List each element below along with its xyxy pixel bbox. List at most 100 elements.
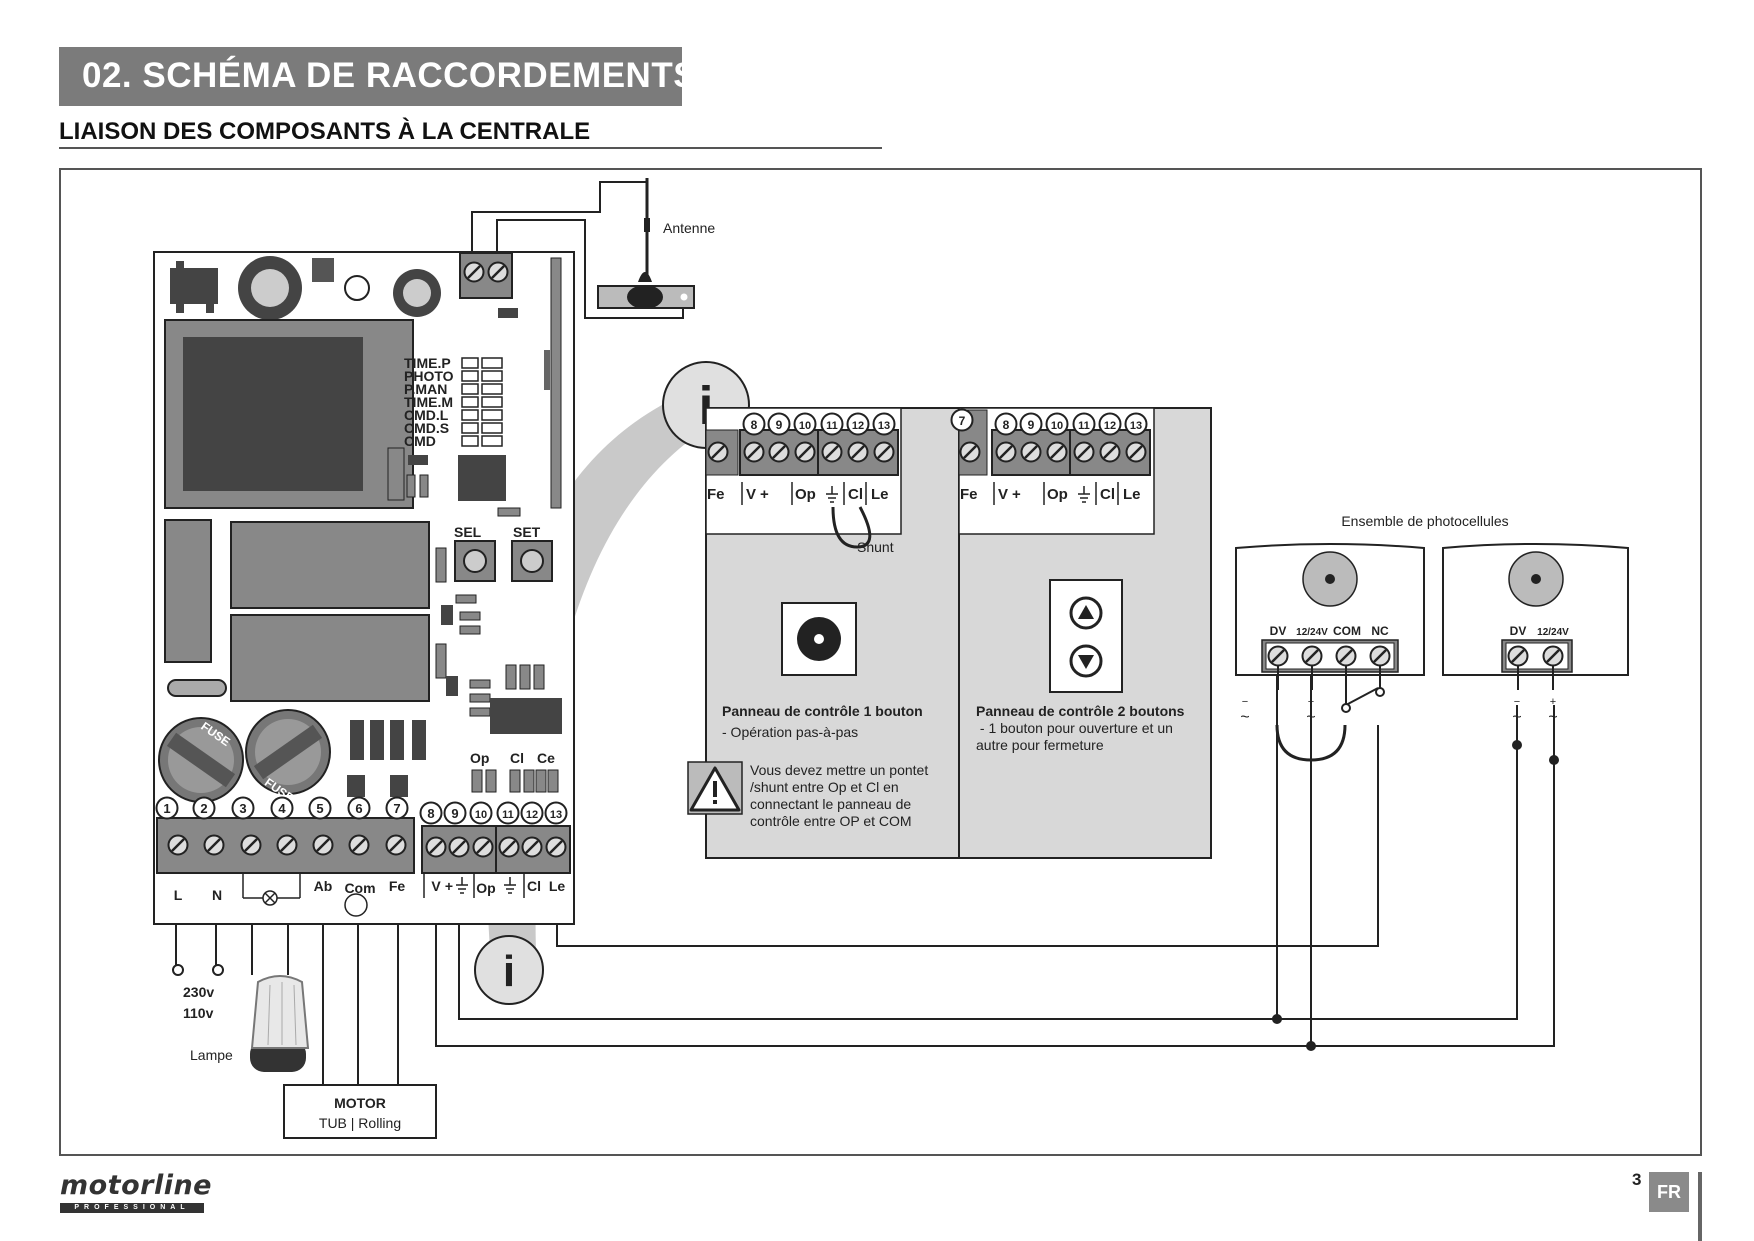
page-number: 3 (1632, 1170, 1642, 1189)
terminal-label-l: L (174, 887, 183, 903)
panel-1-label-cl: Cl (848, 486, 863, 503)
terminal-number: 10 (475, 809, 487, 821)
panel-1-warning-text: Vous devez mettre un pontet (750, 762, 928, 778)
terminal-label-cl: Cl (527, 878, 541, 894)
panel-2-two-button-icon (1049, 579, 1123, 693)
receiver-terminal-label: 12/24V (1296, 627, 1328, 638)
terminal-number: 3 (239, 801, 246, 816)
warning-icon (687, 761, 743, 815)
panel-2-terminal-number: 12 (1104, 420, 1116, 432)
panel-2-label-op: Op (1047, 486, 1068, 503)
panel-1-description: - Opération pas-à-pas (722, 724, 858, 740)
photocell-receiver (1235, 543, 1425, 676)
motor-box (283, 1084, 437, 1139)
transmitter-polarity: + (1550, 696, 1556, 708)
panel-2-terminal-number: 7 (959, 414, 966, 428)
panel-2-terminal-number: 13 (1130, 420, 1142, 432)
panel-1-dividers (741, 482, 867, 505)
panel-2-description: autre pour fermeture (976, 737, 1104, 753)
panel-1-label-op: Op (795, 486, 816, 503)
subtitle-underline (59, 147, 882, 149)
photocells-title: Ensemble de photocellules (1341, 513, 1508, 529)
terminal-number: 12 (526, 809, 538, 821)
panel-1-label-plus: + (760, 486, 769, 503)
panel-1-warning-text: /shunt entre Op et Cl en (750, 779, 899, 795)
setting-label: PHOTO (404, 368, 454, 384)
panel-1-label-v: V (746, 486, 756, 503)
receiver-terminal-label: DV (1270, 624, 1287, 638)
led-label-cl: Cl (510, 750, 524, 766)
panel-1-shunt-label: Shunt (857, 539, 894, 555)
panel-2-label-plus: + (1012, 486, 1021, 503)
terminal-label-op: Op (476, 880, 495, 896)
panel-2-terminal-number: 8 (1003, 418, 1010, 432)
brand-tagline: PROFESSIONAL (60, 1203, 204, 1213)
brand-name: motorline (60, 1170, 212, 1201)
terminal-number: 11 (502, 809, 514, 821)
info-icon (474, 935, 544, 1005)
panel-2-dividers (993, 482, 1119, 505)
motor-subtitle: TUB | Rolling (319, 1115, 401, 1131)
setting-label: CMD (404, 433, 436, 449)
terminal-label-ab: Ab (314, 878, 333, 894)
panel-2-terminal-block (950, 408, 1151, 476)
terminal-number: 1 (163, 801, 170, 816)
led-label-ce: Ce (537, 750, 555, 766)
relay-contact-com (1341, 703, 1351, 713)
receiver-terminal-label: NC (1371, 624, 1389, 638)
brand-logo: motorline PROFESSIONAL (60, 1170, 212, 1213)
panel-1-terminal-number: 9 (776, 418, 783, 432)
junction-dots (1272, 740, 1559, 1051)
panel-1-label-fe: Fe (707, 486, 725, 503)
terminal-number: 9 (451, 806, 458, 821)
language-rule (1698, 1172, 1702, 1241)
panel-1-warning-text: contrôle entre OP et COM (750, 813, 912, 829)
set-button-label: SET (513, 524, 541, 540)
panel-1-label-le: Le (871, 486, 889, 503)
panel-2-label-v: V (998, 486, 1008, 503)
terminal-label-plus: + (445, 878, 453, 894)
photocell-wiring (1275, 665, 1554, 762)
transmitter-ac-symbol: ~ (1548, 709, 1557, 726)
panel-1-terminal-number: 8 (751, 418, 758, 432)
panel-2-label-le: Le (1123, 486, 1141, 503)
sel-button-label: SEL (454, 524, 482, 540)
transmitter-ac-symbol: ~ (1512, 709, 1521, 726)
receiver-ac-symbol: ~ (1306, 709, 1315, 726)
receiver-terminal-label: COM (1333, 624, 1361, 638)
receiver-polarity: − (1242, 696, 1248, 708)
transmitter-terminal-label: DV (1510, 624, 1527, 638)
antenna-label: Antenne (663, 220, 715, 236)
receiver-polarity: + (1308, 696, 1314, 708)
antenna (597, 178, 695, 309)
motor-title: MOTOR (334, 1095, 386, 1111)
setting-label: CMD.L (404, 407, 449, 423)
panel-1-push-button-icon (781, 602, 857, 676)
lamp-icon (250, 975, 310, 1072)
info-icon-glyph: i (503, 947, 515, 996)
led-label-op: Op (470, 750, 489, 766)
panel-1-shunt (831, 506, 872, 549)
power-voltage-230: 230v (183, 984, 214, 1000)
panel-2-terminal-number: 11 (1078, 420, 1090, 432)
terminal-number: 7 (393, 801, 400, 816)
panel-1-terminal-number: 10 (799, 420, 811, 432)
terminal-label-com: Com (344, 880, 375, 896)
terminal-number: 5 (316, 801, 323, 816)
terminal-number: 4 (278, 801, 286, 816)
terminal-label-fe: Fe (389, 878, 406, 894)
panel-2-terminal-number: 9 (1028, 418, 1035, 432)
panel-2-description: - 1 bouton pour ouverture et un (976, 720, 1173, 736)
panel-2-title: Panneau de contrôle 2 boutons (976, 703, 1185, 719)
panel-2-label-cl: Cl (1100, 486, 1115, 503)
setting-label: P.MAN (404, 381, 447, 397)
setting-label: TIME.P (404, 355, 451, 371)
section-subtitle: LIAISON DES COMPOSANTS À LA CENTRALE (59, 118, 591, 145)
terminal-number: 2 (200, 801, 207, 816)
power-voltage-110: 110v (183, 1005, 214, 1021)
terminal-number: 8 (427, 806, 434, 821)
terminal-label-le: Le (549, 878, 566, 894)
terminal-number: 13 (550, 809, 562, 821)
setting-label: CMD.S (404, 420, 449, 436)
